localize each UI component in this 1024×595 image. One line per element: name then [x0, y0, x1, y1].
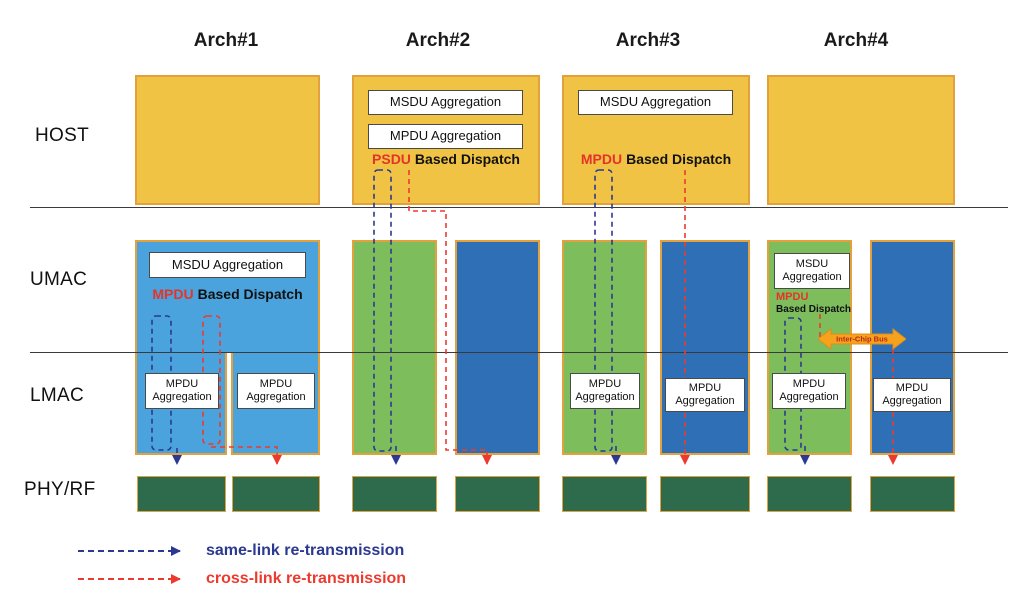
arch4-phy1-box — [767, 476, 852, 512]
host-umac-divider-line — [30, 207, 1008, 208]
arch2-phy2-box — [455, 476, 540, 512]
dispatch-keyword: MPDU — [580, 151, 623, 167]
arch4-phy2-box — [870, 476, 955, 512]
arch1-host-box — [135, 75, 320, 205]
arch1-title: Arch#1 — [193, 30, 259, 51]
arch1-msdu-aggregation-label: MSDU Aggregation — [149, 252, 306, 278]
inter-chip-bus-arrow: Inter-Chip Bus — [818, 327, 906, 351]
arch3-lmac1-mpdu-aggregation-label: MPDU Aggregation — [570, 373, 640, 409]
arch4-host-box — [767, 75, 955, 205]
inter-chip-bus-label: Inter-Chip Bus — [836, 335, 888, 344]
arch3-link1-chip-box — [562, 240, 647, 455]
arch1-lmac2-mpdu-aggregation-label: MPDU Aggregation — [237, 373, 315, 409]
arch4-title: Arch#4 — [823, 30, 889, 51]
arch2-mpdu-aggregation-label: MPDU Aggregation — [368, 124, 523, 149]
arch4-mpdu-based-dispatch-text: MPDU Based Dispatch — [776, 291, 851, 316]
arch3-phy1-box — [562, 476, 647, 512]
dispatch-rest: Based Dispatch — [626, 151, 732, 167]
arch1-lmac1-mpdu-aggregation-label: MPDU Aggregation — [145, 373, 219, 409]
dispatch-rest: Based Dispatch — [776, 304, 852, 316]
arch2-link1-chip-box — [352, 240, 437, 455]
arch4-lmac1-mpdu-aggregation-label: MPDU Aggregation — [772, 373, 846, 409]
dispatch-rest: Based Dispatch — [197, 286, 303, 302]
row-label-umac: UMAC — [30, 269, 88, 290]
arch2-title: Arch#2 — [405, 30, 471, 51]
dispatch-keyword: PSDU — [372, 151, 411, 167]
legend-same-link-label: same-link re-transmission — [206, 542, 405, 559]
arch2-phy1-box — [352, 476, 437, 512]
arch1-lmac-split-gap — [225, 353, 233, 455]
arch3-phy2-box — [660, 476, 750, 512]
legend-cross-link-label: cross-link re-transmission — [206, 570, 407, 587]
arch2-msdu-aggregation-label: MSDU Aggregation — [368, 90, 523, 115]
row-label-lmac: LMAC — [30, 385, 84, 406]
arch4-msdu-aggregation-label: MSDU Aggregation — [774, 253, 850, 289]
umac-lmac-divider-line — [30, 352, 1008, 353]
arch3-title: Arch#3 — [615, 30, 681, 51]
arch1-phy2-box — [232, 476, 320, 512]
arch1-phy1-box — [137, 476, 226, 512]
arch2-link2-chip-box — [455, 240, 540, 455]
dispatch-keyword: MPDU — [776, 291, 809, 303]
arch3-msdu-aggregation-label: MSDU Aggregation — [578, 90, 733, 115]
arch3-link2-chip-box — [660, 240, 750, 455]
arch4-lmac2-mpdu-aggregation-label: MPDU Aggregation — [873, 378, 951, 412]
row-label-phyrf: PHY/RF — [24, 479, 96, 500]
row-label-host: HOST — [35, 125, 89, 146]
arch3-lmac2-mpdu-aggregation-label: MPDU Aggregation — [665, 378, 745, 412]
dispatch-keyword: MPDU — [152, 286, 194, 302]
dispatch-rest: Based Dispatch — [414, 151, 520, 167]
